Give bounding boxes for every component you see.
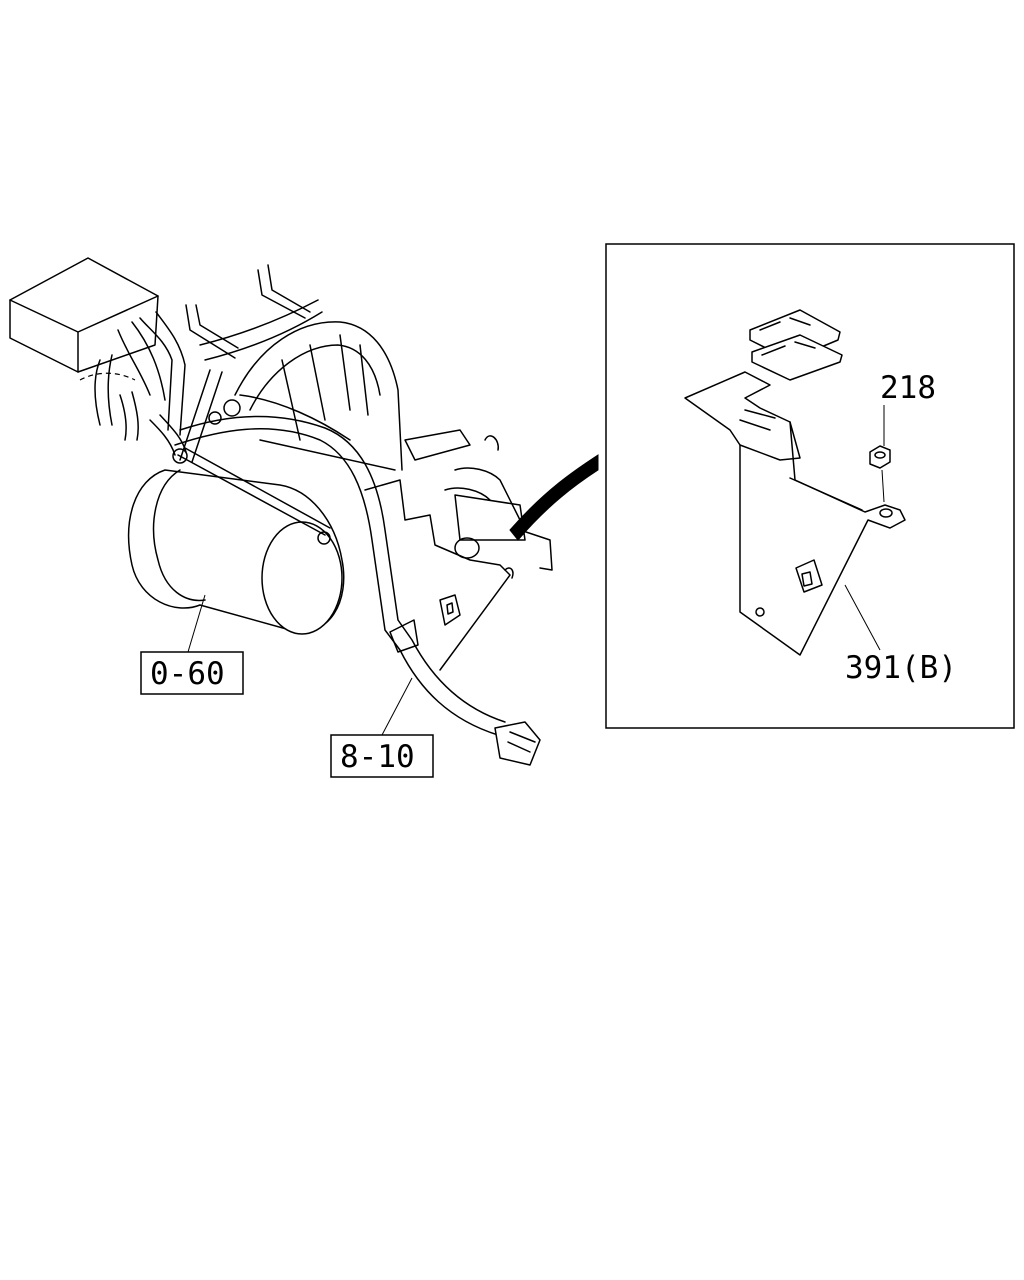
- bracket-assembly-left: [364, 429, 553, 671]
- bell-housing: [208, 321, 403, 471]
- inset-detail: 218 391(B): [605, 243, 1015, 729]
- callout-harness-ref: 8-10: [330, 677, 434, 778]
- wiring-harness: [174, 394, 541, 766]
- inset-pointer: [509, 454, 599, 541]
- leader-391b: [844, 584, 881, 651]
- part-label-218: 218: [880, 370, 936, 406]
- starter-motor: [128, 447, 345, 635]
- ref-label-8-10: 8-10: [340, 739, 415, 775]
- part-label-391b: 391(B): [845, 650, 957, 686]
- engine-assembly: [9, 257, 599, 766]
- callout-starter-ref: 0-60: [140, 594, 244, 695]
- upper-clamps: [179, 264, 323, 463]
- nut-218: [869, 445, 891, 503]
- control-box: [9, 257, 159, 373]
- bracket-391b: [684, 309, 906, 656]
- ref-label-0-60: 0-60: [150, 656, 225, 692]
